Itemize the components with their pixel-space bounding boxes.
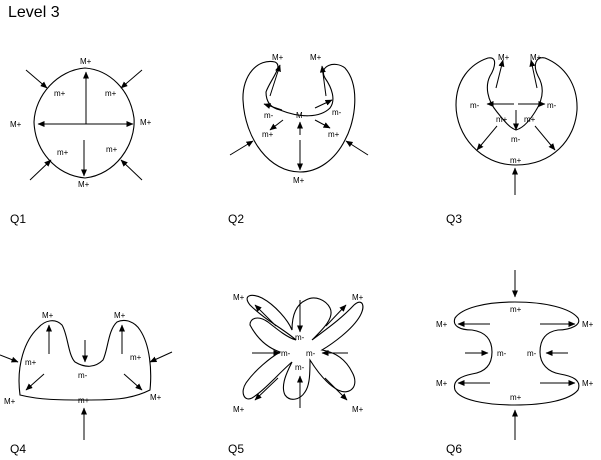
panel-q1: M+ M+ M+ M+ m+ m+ m+ m+: [10, 57, 152, 189]
q5-arrow-ll: [254, 377, 279, 401]
q1-label-top: M+: [80, 57, 92, 66]
q5-label-tl: M+: [233, 293, 245, 302]
page-title: Level 3: [8, 4, 60, 21]
q2-outline: [242, 60, 356, 173]
q4-label-bl: M+: [4, 397, 16, 406]
q2-arrow-lr: [345, 140, 369, 156]
q3-label-m-r: m-: [547, 101, 557, 110]
q4-arrow-lr: [123, 373, 143, 391]
q5-label-mm-l: m-: [281, 349, 291, 358]
q4-label-mp-r: m+: [130, 353, 142, 362]
q4-label-top-r: M+: [114, 311, 126, 320]
q3-label-mp-r: m+: [524, 115, 536, 124]
q1-label-m-lr: m+: [106, 145, 118, 154]
q2-arrow-ur: [319, 65, 327, 97]
q5-label-mm-r: m-: [306, 349, 316, 358]
q1-arrow-ll: [29, 159, 52, 181]
q2-label-m-r: m-: [332, 108, 342, 117]
q6-label-mp-t: m+: [510, 305, 522, 314]
q4-outline: [18, 319, 152, 401]
q5-outline: [242, 294, 364, 400]
q4-label-mp-b: m+: [78, 396, 90, 405]
q6-label-mm-l: m-: [497, 349, 507, 358]
q5-label-mm-b: m-: [295, 363, 305, 372]
q4-label-mm-c: m-: [78, 371, 88, 380]
q3-arrow-ul: [495, 59, 505, 89]
panel-label-q6: Q6: [446, 442, 463, 456]
panel-q5: M+ M+ M+ M+ m- m- m- m-: [233, 293, 364, 414]
q3-label-m-l: m-: [470, 101, 480, 110]
q1-arrow-ul: [25, 69, 48, 89]
q2-arrow-in-r: [314, 99, 333, 109]
q5-label-br: M+: [352, 405, 364, 414]
q5-label-tr: M+: [352, 293, 364, 302]
q2-label-top-l: M+: [272, 53, 284, 62]
panel-label-q2: Q2: [228, 212, 245, 226]
q5-arrow-ur: [325, 304, 347, 327]
q3-label-mp-l: m+: [496, 115, 508, 124]
q1-label-bottom: M+: [78, 180, 90, 189]
q2-arrow-ll: [229, 140, 254, 156]
q1-label-right: M+: [140, 118, 152, 127]
q6-label-mm-r: m-: [527, 349, 537, 358]
q2-label-mp-l: m+: [262, 130, 274, 139]
q6-label-M-tr: M+: [582, 320, 594, 329]
q2-label-Mminus: M-: [296, 111, 306, 120]
q3-outline: [455, 57, 578, 166]
q1-arrow-ur: [120, 69, 143, 89]
q1-label-m-ll: m+: [57, 148, 69, 157]
panel-label-q4: Q4: [10, 442, 27, 456]
panel-q6: m+ M+ M+ m- m- M+ M+ m+: [436, 270, 594, 440]
q2-arrow-diag-l: [269, 119, 284, 131]
q6-outline: [453, 301, 580, 406]
q5-arrow-ul: [254, 304, 277, 327]
q2-arrow-in-l: [263, 103, 283, 111]
q3-arrow-lr: [534, 125, 556, 151]
q3-label-mm-c: m-: [511, 135, 521, 144]
q3-arrow-ur: [529, 59, 538, 89]
panel-q4: M+ M+ m+ m+ m- M+ M+ m+: [0, 311, 173, 440]
q6-label-M-bl: M+: [436, 379, 448, 388]
q3-label-mp-b: m+: [510, 156, 522, 165]
q4-arrow-right: [149, 351, 173, 363]
q5-label-bl: M+: [233, 405, 245, 414]
q6-label-M-tl: M+: [436, 320, 448, 329]
q6-label-M-br: M+: [582, 379, 594, 388]
q1-label-m-ul: m+: [54, 89, 66, 98]
panel-q2: M+ M+ m- M- m- m+ m+ M+: [229, 53, 369, 185]
q4-arrow-left: [0, 354, 19, 363]
panel-label-q3: Q3: [446, 212, 463, 226]
panel-label-q5: Q5: [228, 442, 245, 456]
q4-label-br: M+: [150, 393, 162, 402]
q5-arrow-lr: [324, 377, 348, 401]
q2-label-m-l: m-: [264, 111, 274, 120]
q4-label-top-l: M+: [42, 311, 54, 320]
q3-label-top-r: M+: [530, 53, 542, 62]
q1-outline: [33, 67, 135, 179]
q2-arrow-diag-r: [314, 119, 331, 129]
q4-arrow-ll: [25, 373, 45, 391]
panel-q3: M+ M+ m- m- m+ m+ m- m+: [455, 53, 578, 195]
q3-arrow-ll: [476, 125, 498, 151]
q4-label-mp-l: m+: [25, 358, 37, 367]
q6-label-mp-b: m+: [510, 393, 522, 402]
q1-label-m-ur: m+: [105, 89, 117, 98]
q1-arrow-lr: [120, 159, 143, 181]
q3-label-top-l: M+: [498, 53, 510, 62]
q2-label-mp-r: m+: [328, 130, 340, 139]
q2-arrow-ul: [269, 64, 281, 97]
q2-label-top-r: M+: [310, 53, 322, 62]
panel-label-q1: Q1: [10, 212, 27, 226]
q1-label-left: M+: [10, 120, 22, 129]
q5-label-mm-t: m-: [295, 333, 305, 342]
q2-label-bottom: M+: [293, 176, 305, 185]
